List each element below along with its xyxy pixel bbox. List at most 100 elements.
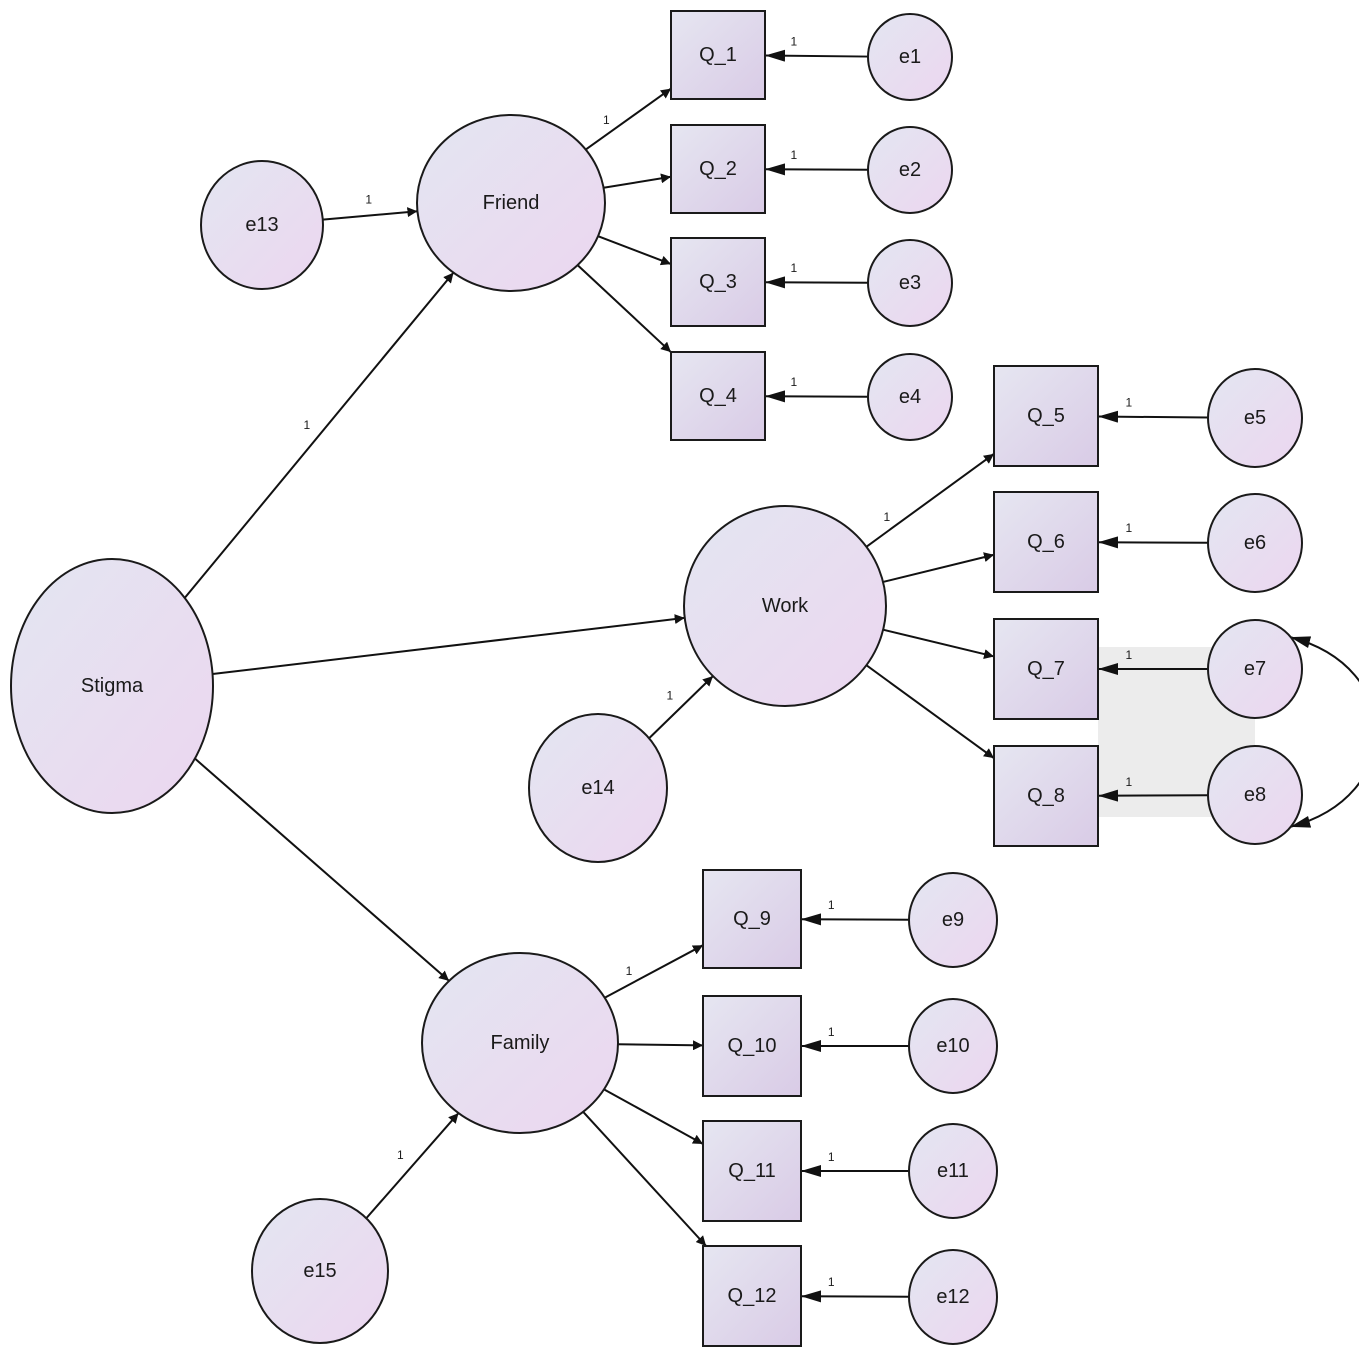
path-work-to-q-6 — [882, 552, 995, 583]
latent-variable-circle-family — [421, 952, 619, 1134]
node-label-work: Work — [762, 595, 809, 617]
coefficient-label-family-q-9: 1 — [626, 964, 633, 978]
path-e8-to-q-8 — [1097, 789, 1209, 802]
node-e8[interactable]: e8 — [1207, 745, 1303, 845]
path-e3-to-q-3 — [764, 276, 869, 289]
node-label-e4: e4 — [899, 386, 921, 408]
latent-variable-circle-stigma — [10, 558, 214, 814]
node-label-q-8: Q_8 — [1027, 785, 1065, 807]
node-label-e3: e3 — [899, 272, 921, 294]
node-e12[interactable]: e12 — [908, 1249, 998, 1345]
latent-variable-circle-friend — [416, 114, 606, 292]
path-e15-to-family — [365, 1112, 460, 1219]
node-label-friend: Friend — [483, 192, 540, 214]
coefficient-label-e2-q-2: 1 — [790, 148, 797, 162]
node-label-q-11: Q_11 — [728, 1160, 775, 1182]
node-label-q-4: Q_4 — [699, 385, 737, 407]
coefficient-label-e14-work: 1 — [667, 689, 674, 703]
path-e1-to-q-1 — [764, 49, 869, 62]
node-e13[interactable]: e13 — [200, 160, 324, 290]
node-label-e2: e2 — [899, 159, 921, 181]
observed-variable-box-q-10 — [702, 995, 802, 1097]
path-friend-to-q-4 — [576, 264, 672, 353]
node-e1[interactable]: e1 — [867, 13, 953, 101]
node-e9[interactable]: e9 — [908, 872, 998, 968]
node-e5[interactable]: e5 — [1207, 368, 1303, 468]
node-q-6[interactable]: Q_6 — [993, 491, 1099, 593]
node-e10[interactable]: e10 — [908, 998, 998, 1094]
node-e3[interactable]: e3 — [867, 239, 953, 327]
error-term-circle-e10 — [908, 998, 998, 1094]
observed-variable-box-q-4 — [670, 351, 766, 441]
error-term-circle-e9 — [908, 872, 998, 968]
node-q-11[interactable]: Q_11 — [702, 1120, 802, 1222]
path-work-to-q-5 — [865, 453, 995, 548]
observed-variable-box-q-12 — [702, 1245, 802, 1347]
path-e12-to-q-12 — [800, 1290, 910, 1303]
node-q-10[interactable]: Q_10 — [702, 995, 802, 1097]
node-label-e14: e14 — [581, 777, 614, 799]
error-term-circle-e12 — [908, 1249, 998, 1345]
observed-variable-box-q-1 — [670, 10, 766, 100]
error-term-circle-e7 — [1207, 619, 1303, 719]
error-term-circle-e14 — [528, 713, 668, 863]
node-q-9[interactable]: Q_9 — [702, 869, 802, 969]
node-label-e6: e6 — [1244, 532, 1266, 554]
coefficient-label-e1-q-1: 1 — [790, 34, 797, 48]
coefficient-label-e10-q-10: 1 — [828, 1025, 835, 1039]
node-label-e1: e1 — [899, 46, 921, 68]
node-e14[interactable]: e14 — [528, 713, 668, 863]
path-e4-to-q-4 — [764, 390, 869, 403]
node-q-5[interactable]: Q_5 — [993, 365, 1099, 467]
node-e2[interactable]: e2 — [867, 126, 953, 214]
path-e9-to-q-9 — [800, 913, 910, 926]
node-family[interactable]: Family — [421, 952, 619, 1134]
node-q-1[interactable]: Q_1 — [670, 10, 766, 100]
node-q-12[interactable]: Q_12 — [702, 1245, 802, 1347]
node-label-e7: e7 — [1244, 658, 1266, 680]
node-label-e15: e15 — [303, 1260, 336, 1282]
path-family-to-q-12 — [582, 1111, 707, 1247]
node-e7[interactable]: e7 — [1207, 619, 1303, 719]
observed-variable-box-q-2 — [670, 124, 766, 214]
node-e6[interactable]: e6 — [1207, 493, 1303, 593]
node-stigma[interactable]: Stigma — [10, 558, 214, 814]
coefficient-label-stigma-friend: 1 — [303, 418, 310, 432]
path-stigma-to-friend — [183, 271, 455, 599]
path-e6-to-q-6 — [1097, 536, 1209, 549]
covariance-arrow-e7-e8 — [1289, 636, 1359, 828]
node-q-2[interactable]: Q_2 — [670, 124, 766, 214]
node-e11[interactable]: e11 — [908, 1123, 998, 1219]
observed-variable-box-q-6 — [993, 491, 1099, 593]
node-q-3[interactable]: Q_3 — [670, 237, 766, 327]
node-friend[interactable]: Friend — [416, 114, 606, 292]
observed-variable-box-q-8 — [993, 745, 1099, 847]
node-e15[interactable]: e15 — [251, 1198, 389, 1344]
node-e4[interactable]: e4 — [867, 353, 953, 441]
node-label-e13: e13 — [245, 214, 278, 236]
error-term-circle-e2 — [867, 126, 953, 214]
node-label-stigma: Stigma — [81, 675, 144, 697]
node-work[interactable]: Work — [683, 505, 887, 707]
error-term-circle-e3 — [867, 239, 953, 327]
error-term-circle-e13 — [200, 160, 324, 290]
path-family-to-q-9 — [604, 944, 704, 999]
node-label-q-10: Q_10 — [728, 1035, 777, 1057]
observed-variable-box-q-11 — [702, 1120, 802, 1222]
node-label-q-9: Q_9 — [733, 908, 771, 930]
node-label-q-7: Q_7 — [1027, 658, 1065, 680]
node-q-8[interactable]: Q_8 — [993, 745, 1099, 847]
node-label-q-5: Q_5 — [1027, 405, 1065, 427]
node-q-7[interactable]: Q_7 — [993, 618, 1099, 720]
path-work-to-q-8 — [865, 664, 995, 759]
path-friend-to-q-1 — [585, 87, 672, 151]
coefficient-label-e8-q-8: 1 — [1125, 775, 1132, 789]
coefficient-label-e12-q-12: 1 — [828, 1275, 835, 1289]
node-label-e11: e11 — [937, 1160, 969, 1182]
error-term-circle-e5 — [1207, 368, 1303, 468]
node-q-4[interactable]: Q_4 — [670, 351, 766, 441]
path-e5-to-q-5 — [1097, 410, 1209, 423]
